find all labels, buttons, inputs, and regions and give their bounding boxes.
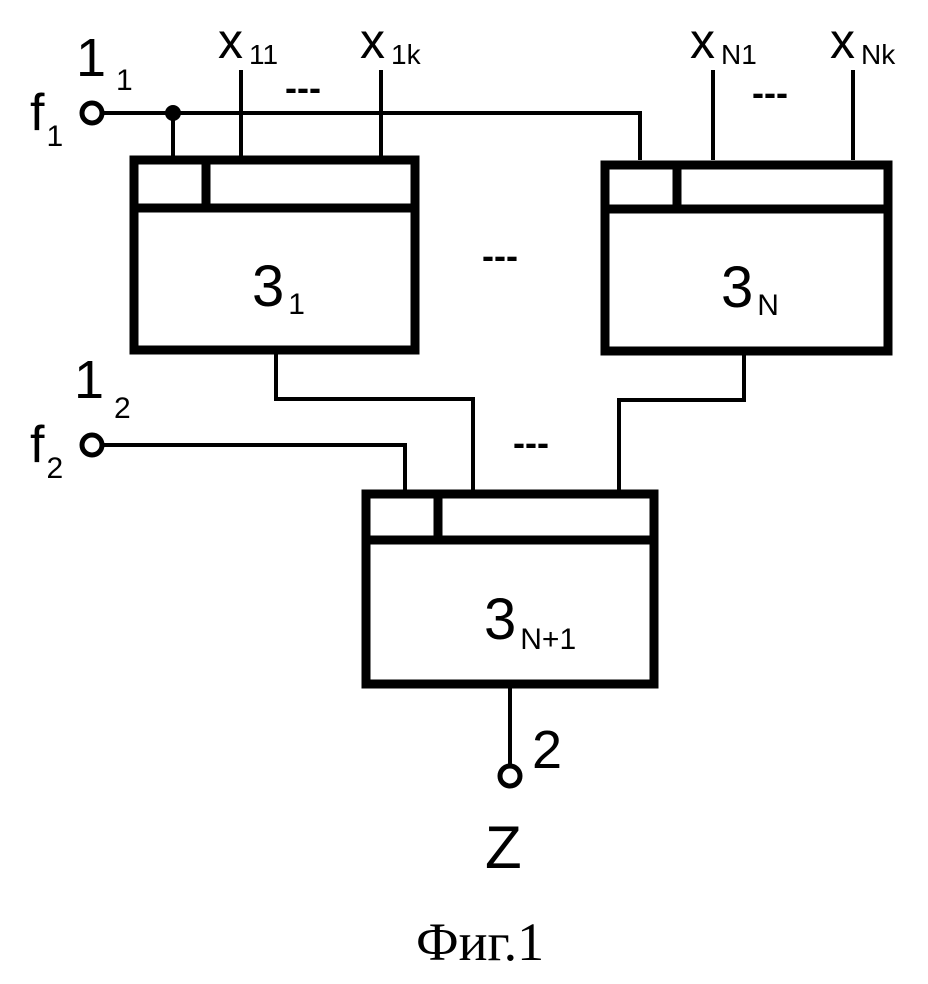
terminal-1-2-number: 1: [74, 350, 104, 410]
wire-f1-bus: [104, 113, 640, 160]
svg-text:11: 11: [76, 28, 133, 97]
block-label-sub: N+1: [520, 623, 576, 656]
terminal-1-1: [82, 103, 102, 123]
ellipsis-block-outputs: ---: [513, 422, 549, 463]
input-xN1-sub: N1: [721, 39, 757, 70]
output-signal-z: Z: [485, 814, 522, 881]
input-x1k-sub: 1k: [391, 39, 422, 70]
block-label-sub: N: [757, 289, 779, 322]
svg-text:x1k: x1k: [360, 13, 422, 70]
input-xNk-sub: Nk: [861, 39, 896, 70]
ellipsis-inputs-block1: ---: [285, 67, 321, 108]
wire-block1-out: [276, 354, 473, 492]
input-x1k-letter: x: [360, 13, 385, 69]
block-label: 3: [484, 587, 516, 652]
block-3-1: 31: [134, 160, 415, 350]
terminal-1-2-sub: 2: [114, 392, 131, 425]
svg-text:xNk: xNk: [830, 13, 896, 70]
svg-text:x11: x11: [218, 13, 278, 70]
svg-text:xN1: xN1: [690, 13, 757, 70]
block-3-N: 3N: [605, 165, 888, 351]
terminal-1-1-sub: 1: [116, 64, 133, 97]
junction-dot: [165, 105, 181, 121]
input-xNk-letter: x: [830, 13, 855, 69]
terminal-1-1-number: 1: [76, 28, 106, 88]
signal-f2-sub: 2: [46, 452, 63, 485]
svg-text:f2: f2: [30, 416, 63, 485]
signal-f1-sub: 1: [46, 120, 63, 153]
input-x11-letter: x: [218, 13, 243, 69]
block-label-sub: 1: [288, 288, 305, 321]
wire-blockN-out: [619, 354, 744, 492]
svg-text:f1: f1: [30, 84, 63, 153]
ellipsis-inputs-blockN: ---: [752, 72, 788, 113]
terminal-1-2: [82, 435, 102, 455]
input-xN1-letter: x: [690, 13, 715, 69]
input-x11-sub: 11: [249, 39, 278, 70]
svg-text:12: 12: [74, 350, 131, 425]
terminal-2-number: 2: [532, 720, 562, 780]
terminal-2: [500, 766, 520, 786]
signal-f1: f: [30, 84, 45, 142]
figure-caption: Фиг.1: [416, 912, 544, 972]
block-label: 3: [721, 255, 753, 320]
ellipsis-between-blocks: ---: [482, 235, 518, 276]
block-label: 3: [252, 254, 284, 319]
signal-f2: f: [30, 416, 45, 474]
wire-f2: [104, 445, 405, 492]
block-3-N-plus-1: 3N+1: [366, 494, 654, 684]
